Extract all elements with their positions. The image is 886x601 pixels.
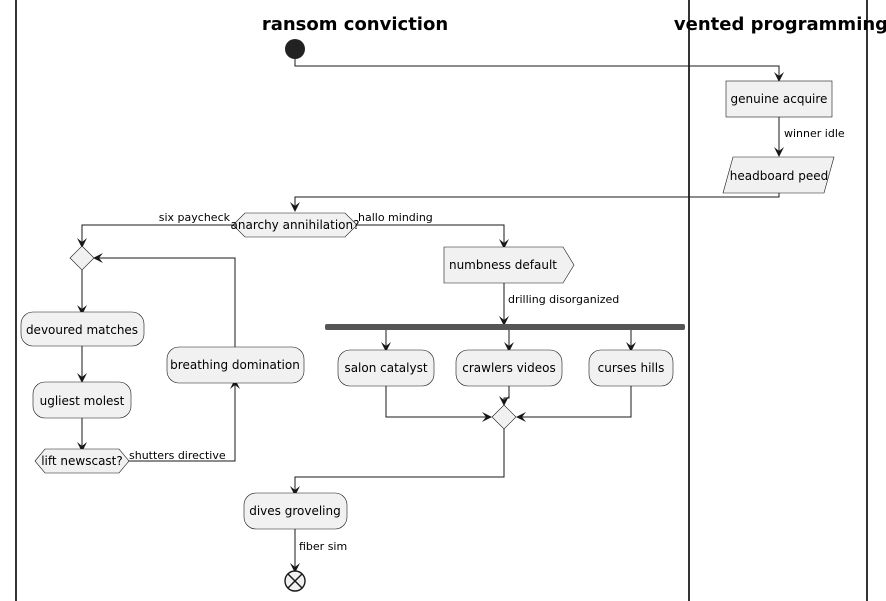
arrowhead [381,342,391,352]
node-breathing-domination [166,346,305,384]
node-label-ugliest-molest: ugliest molest [40,394,125,408]
node-label-salon-catalyst: salon catalyst [344,361,427,375]
decision-lift-newscast [34,448,130,474]
node-label-headboard-peed: headboard peed [730,169,828,183]
node-label-crawlers-videos: crawlers videos [462,361,555,375]
node-curses-hills [588,349,674,387]
node-salon-catalyst [337,349,435,387]
arrowhead [774,147,784,157]
node-genuine-acquire [725,80,833,118]
arrowhead [230,379,240,389]
decision-anarchy-annihilation [232,212,358,238]
arrowhead [774,72,784,82]
edge-breathing-to-merge [98,257,236,347]
node-label-breathing-domination: breathing domination [170,358,300,372]
edge-salon-to-join [385,386,487,418]
node-headboard-peed [722,156,835,194]
decision-label-lift-newscast: lift newscast? [41,454,123,468]
node-numbness-default [443,246,575,284]
edge-decision-to-numbness [357,224,505,244]
arrowhead [77,238,87,248]
edge-label-winner-idle: winner idle [784,127,845,140]
edge-headboard-to-decision [294,193,780,207]
merge-diamond [69,245,95,271]
arrowhead [482,412,492,422]
fork-bar [325,324,685,330]
arrowhead [499,316,509,326]
node-label-genuine-acquire: genuine acquire [731,92,828,106]
swimlane-title-ransom-conviction: ransom conviction [262,14,448,35]
node-label-curses-hills: curses hills [598,361,665,375]
node-dives-groveling [243,492,348,530]
arrowhead [77,442,87,452]
swimlane-title-vented-programming: vented programming [674,14,886,35]
arrowhead [504,342,514,352]
edge-start-to-genuine-acquire [294,58,780,78]
edge-lift-to-breathing [129,384,236,462]
node-ugliest-molest [32,381,132,419]
arrowhead [499,239,509,249]
edge-decision-to-merge [81,224,233,243]
join-diamond [491,404,517,430]
edge-label-drilling-disorganized: drilling disorganized [508,293,619,306]
arrowhead [93,253,103,263]
arrowhead [290,563,300,573]
end-node [284,570,306,592]
edge-label-fiber-sim: fiber sim [299,540,347,553]
arrowhead [290,486,300,496]
node-crawlers-videos [455,349,563,387]
edge-label-shutters-directive: shutters directive [129,449,226,462]
node-devoured-matches [20,311,145,347]
arrowhead [499,396,509,406]
edge-label-hallo-minding: hallo minding [358,211,433,224]
edge-label-six-paycheck: six paycheck [159,211,231,224]
node-label-dives-groveling: dives groveling [249,504,341,518]
node-label-numbness-default: numbness default [449,258,557,272]
arrowhead [77,305,87,315]
node-label-devoured-matches: devoured matches [26,323,138,337]
decision-label-anarchy-annihilation: anarchy annihilation? [231,218,360,232]
start-node [285,39,305,59]
arrowhead [77,373,87,383]
arrowhead [516,412,526,422]
edge-curses-to-join [521,386,632,418]
arrowhead [290,202,300,212]
arrowhead [626,342,636,352]
edge-join-to-dives [294,429,505,491]
